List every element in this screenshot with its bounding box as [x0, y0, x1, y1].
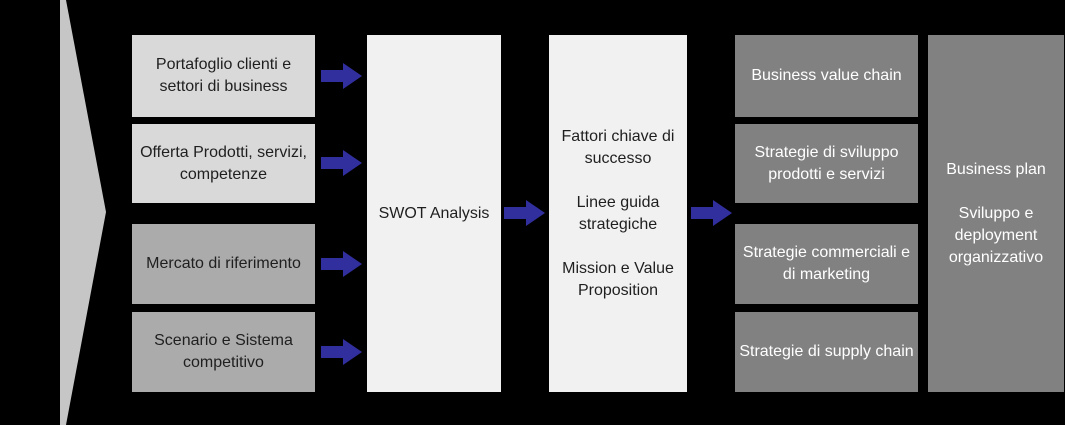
arrow-right-icon [691, 200, 732, 226]
arrow-right-icon [321, 150, 362, 176]
strategy-box-sviluppo: Strategie di sviluppo prodotti e servizi [735, 124, 918, 203]
deployment-label: Sviluppo e deployment organizzativo [948, 204, 1044, 266]
swot-analysis-box: SWOT Analysis [367, 35, 501, 392]
swot-analysis-label: SWOT Analysis [378, 204, 490, 222]
strategy-box-label: Strategie commerciali e di marketing [742, 244, 911, 283]
strategy-box-label: Strategie di supply chain [739, 343, 914, 360]
strategy-box-value-chain: Business value chain [735, 35, 918, 117]
input-box-mercato: Mercato di riferimento [132, 224, 315, 304]
strategy-box-commerciali: Strategie commerciali e di marketing [735, 224, 918, 304]
arrow-right-icon [321, 251, 362, 277]
arrow-right-icon [321, 63, 362, 89]
strategy-box-label: Business value chain [751, 67, 902, 84]
outcome-item: Linee guida strategiche [576, 193, 660, 233]
outcome-item: Fattori chiave di successo [561, 127, 675, 167]
input-box-offerta: Offerta Prodotti, servizi, competenze [132, 124, 315, 203]
input-box-portafoglio: Portafoglio clienti e settori di busines… [132, 35, 315, 117]
input-box-label: Mercato di riferimento [146, 255, 301, 272]
strategy-box-label: Strategie di sviluppo prodotti e servizi [754, 143, 899, 183]
input-box-label: Portafoglio clienti e settori di busines… [155, 56, 292, 95]
arrow-right-icon [321, 339, 362, 365]
business-plan-box: Business plan Sviluppo e deployment orga… [928, 35, 1064, 392]
input-box-label: Scenario e Sistema competitivo [154, 332, 293, 371]
arrow-right-icon [504, 200, 545, 226]
strategy-box-supply-chain: Strategie di supply chain [735, 312, 918, 392]
outcome-item: Mission e Value Proposition [562, 259, 674, 299]
input-box-label: Offerta Prodotti, servizi, competenze [140, 143, 307, 183]
strategic-outcomes-box: Fattori chiave di successo Linee guida s… [549, 35, 687, 392]
input-box-scenario: Scenario e Sistema competitivo [132, 312, 315, 392]
business-plan-label: Business plan [946, 160, 1046, 178]
chevron-funnel-shape [60, 0, 106, 425]
